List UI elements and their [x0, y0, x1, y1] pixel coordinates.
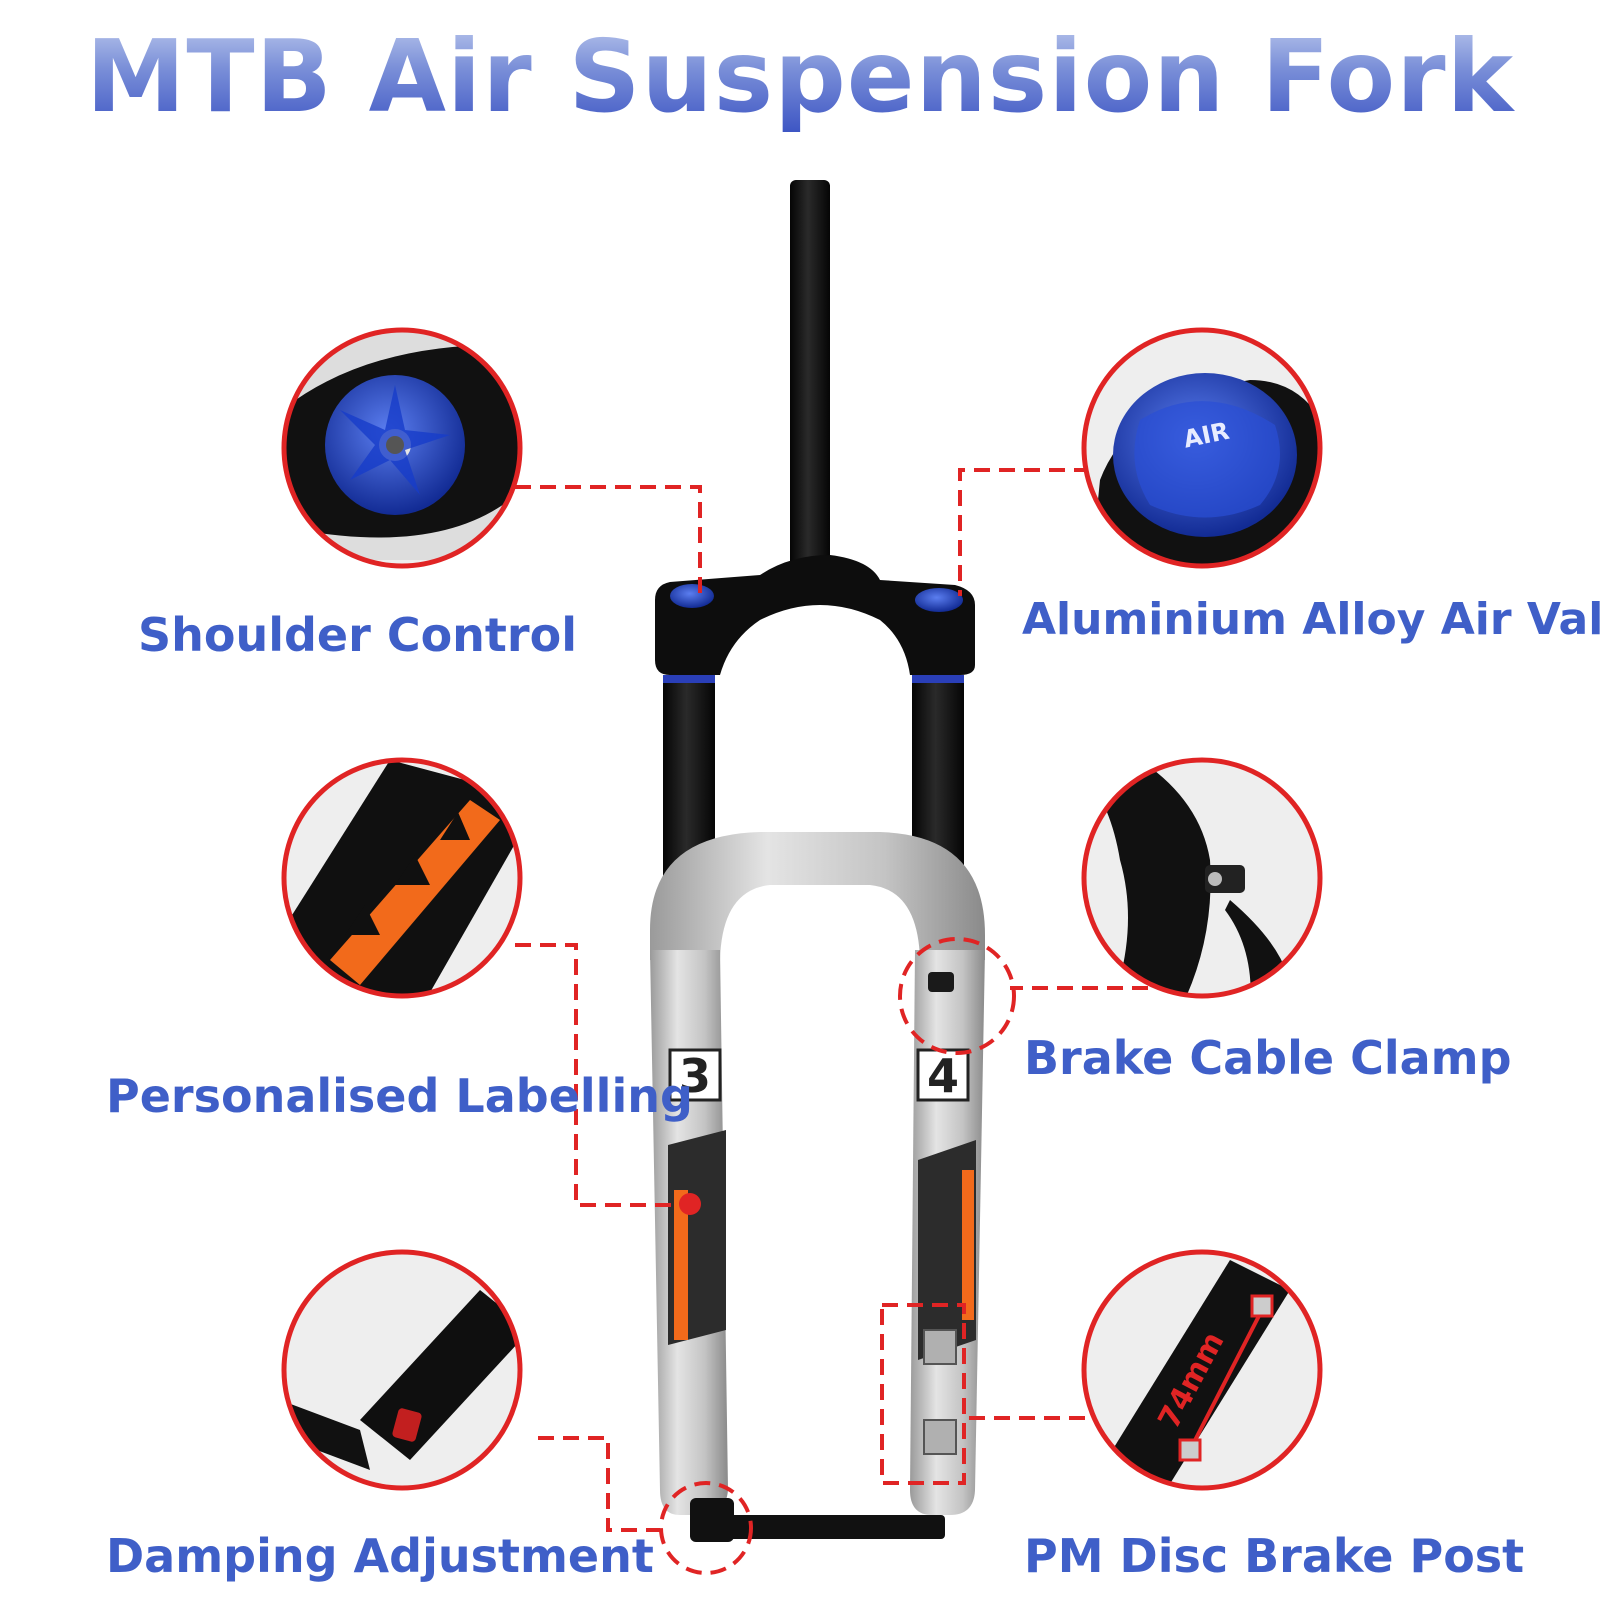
damping-knob-icon: [392, 1408, 422, 1442]
labelling-marker-dot: [679, 1193, 701, 1215]
detail-circle-labelling: [281, 757, 523, 999]
detail-circle-pm-disc-brake-post: 74mm: [1081, 1249, 1323, 1491]
lower-arch: [650, 832, 985, 960]
detail-circle-air-valve: AIR: [1081, 327, 1323, 569]
brake-post-top-icon: [1250, 1294, 1274, 1318]
svg-text:4: 4: [927, 1049, 959, 1103]
label-pm-disc-brake-post: PM Disc Brake Post: [1024, 1529, 1525, 1583]
label-damping-adjustment: Damping Adjustment: [106, 1529, 654, 1583]
svg-text:3: 3: [679, 1049, 711, 1103]
steerer-tube: [790, 180, 830, 580]
air-valve-cap: [915, 588, 963, 612]
label-shoulder-control: Shoulder Control: [138, 608, 577, 662]
fork-crown: [655, 555, 975, 675]
brake-post-bottom-icon: [1178, 1438, 1202, 1462]
detail-circle-brake-cable-clamp: [1081, 757, 1323, 999]
fork-illustration: 3 4: [650, 180, 985, 1542]
cable-clamp-part: [928, 972, 954, 992]
detail-circle-shoulder-control: [281, 327, 523, 569]
label-brake-cable-clamp: Brake Cable Clamp: [1024, 1031, 1512, 1085]
shoulder-control-knob: [670, 584, 714, 608]
callout-lines: [515, 468, 1148, 1575]
thru-axle: [690, 1515, 945, 1539]
page-title: MTB Air Suspension Fork: [0, 22, 1600, 132]
label-personalised-labelling: Personalised Labelling: [106, 1069, 693, 1123]
detail-circle-damping-adjustment: [281, 1249, 523, 1491]
label-air-valve: Aluminium Alloy Air Valve: [1022, 594, 1600, 645]
